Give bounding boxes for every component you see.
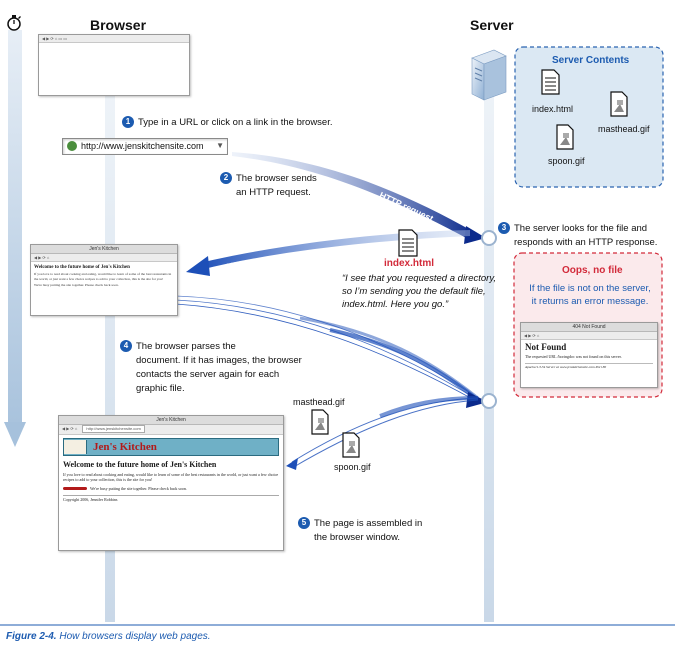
- assembled-page-heading: Welcome to the future home of Jen's Kitc…: [63, 460, 217, 469]
- assembled-note-row: We're busy putting the site together. Pl…: [63, 486, 279, 491]
- step-2: 2 The browser sends an HTTP request.: [220, 172, 317, 200]
- error-page-body: The requested URL /boringdoc was not fou…: [525, 354, 622, 359]
- browser-header: Browser: [90, 17, 147, 33]
- step-3-line-2: responds with an HTTP response.: [514, 237, 658, 248]
- server-contents-title: Server Contents: [552, 55, 630, 66]
- assembled-browser-window: Jen's Kitchen ◀ ▶ ⟳ ⌂ http://www.jenskit…: [58, 415, 284, 551]
- error-window-toolbar: ◀ ▶ ⟳ ⌂: [521, 332, 657, 340]
- server-lifeline: [484, 82, 494, 622]
- step-2-number: 2: [220, 172, 232, 184]
- assembled-window-toolbar: ◀ ▶ ⟳ ⌂ http://www.jenskitchensite.com: [59, 425, 283, 435]
- error-title: Oops, no file: [562, 265, 623, 276]
- server-icon: [471, 49, 507, 101]
- step-2-line-1: The browser sends: [236, 173, 317, 184]
- masthead-banner: Jen's Kitchen: [63, 438, 279, 456]
- step-5-line-1: The page is assembled in: [314, 518, 423, 529]
- globe-icon: [67, 141, 77, 151]
- error-browser-window: 404 Not Found ◀ ▶ ⟳ ⌂ Not Found The requ…: [520, 322, 658, 388]
- response-browser-window: Jen's Kitchen ◀ ▶ ⟳ ⌂ Welcome to the fut…: [30, 244, 178, 316]
- response-page-note: We're busy putting the site together. Pl…: [34, 283, 119, 287]
- quote-line-1: “I see that you requested a directory,: [342, 273, 497, 284]
- browser-lifeline: [105, 92, 115, 622]
- assembled-url[interactable]: http://www.jenskitchensite.com: [82, 425, 145, 433]
- image-file-icon-masthead: [610, 91, 628, 117]
- step-4-line-1: The browser parses the: [136, 341, 236, 352]
- step-4-line-3: contacts the server again for each: [136, 369, 280, 380]
- image-file-icon-spoon: [556, 124, 574, 150]
- step-3: 3 The server looks for the file and respo…: [498, 222, 657, 250]
- assembled-window-titlebar: Jen's Kitchen: [59, 416, 283, 425]
- response-page-heading: Welcome to the future home of Jen's Kitc…: [34, 265, 130, 270]
- document-icon-response: [398, 229, 418, 257]
- error-line-2: it returns an error message.: [531, 296, 649, 307]
- http-response-arrowhead: [186, 256, 210, 276]
- step-1-text: Type in a URL or click on a link in the …: [138, 117, 333, 128]
- image-file-icon-masthead-sent: [311, 409, 329, 435]
- figure-caption: Figure 2-4. How browsers display web pag…: [6, 631, 211, 642]
- step-3-number: 3: [498, 222, 510, 234]
- step-4: 4 The browser parses the document. If it …: [120, 340, 302, 396]
- stopwatch-icon: [7, 15, 21, 31]
- sent-label-spoon: spoon.gif: [334, 462, 371, 472]
- server-contents-box: [514, 46, 664, 188]
- step-5-number: 5: [298, 517, 310, 529]
- file-label-masthead: masthead.gif: [598, 124, 650, 134]
- server-quote: “I see that you requested a directory, s…: [342, 272, 496, 311]
- masthead-text: Jen's Kitchen: [93, 441, 157, 453]
- step-4-line-2: document. If it has images, the browser: [136, 355, 302, 366]
- url-bar[interactable]: http://www.jenskitchensite.com ▼: [62, 138, 228, 155]
- error-window-titlebar: 404 Not Found: [521, 323, 657, 332]
- error-page-footer: Apache/1.3.34 Server at www.jenskitchens…: [525, 363, 653, 369]
- error-description: If the file is not on the server, it ret…: [520, 282, 660, 308]
- empty-browser-window: ◀ ▶ ⟳ ⌂ ▭ ▭: [38, 34, 190, 96]
- dropdown-icon[interactable]: ▼: [216, 141, 224, 150]
- image-request-lines: [175, 295, 480, 403]
- file-label-index: index.html: [532, 104, 574, 114]
- image-response-lines: [291, 396, 479, 469]
- step-5: 5 The page is assembled in the browser wi…: [298, 517, 422, 545]
- caption-label: Figure 2-4.: [6, 631, 57, 642]
- masthead-image: [64, 440, 87, 454]
- document-icon-index: [541, 69, 560, 95]
- assembled-page-note: We're busy putting the site together. Pl…: [90, 486, 187, 491]
- sent-label-masthead: masthead.gif: [293, 397, 345, 407]
- step-3-line-1: The server looks for the file and: [514, 223, 648, 234]
- quote-line-3: index.html. Here you go.”: [342, 299, 449, 310]
- assembled-page-body: If you love to read about cooking and ea…: [63, 472, 279, 482]
- step-2-line-2: an HTTP request.: [236, 187, 311, 198]
- server-event-circle-2: [481, 393, 497, 409]
- timeline-column: [8, 30, 22, 422]
- step-1: 1 Type in a URL or click on a link in the…: [122, 116, 333, 130]
- file-label-spoon: spoon.gif: [548, 156, 585, 166]
- quote-line-2: so I’m sending you the default file,: [342, 286, 486, 297]
- server-event-circle-1: [481, 230, 497, 246]
- image-response-arrowhead: [286, 458, 298, 470]
- step-1-number: 1: [122, 116, 134, 128]
- response-file-label: index.html: [384, 258, 435, 269]
- step-5-line-2: the browser window.: [314, 532, 401, 543]
- step-4-line-4: graphic file.: [136, 383, 185, 394]
- assembled-page-copyright: Copyright 2006, Jennifer Robbins: [63, 495, 279, 502]
- error-page-heading: Not Found: [525, 342, 567, 352]
- response-page-body: If you love to read about cooking and ea…: [34, 272, 172, 281]
- caption-text: How browsers display web pages.: [59, 631, 211, 642]
- spoon-image: [63, 487, 87, 490]
- browser-toolbar: ◀ ▶ ⟳ ⌂ ▭ ▭: [39, 35, 189, 43]
- response-window-titlebar: Jen's Kitchen: [31, 245, 177, 254]
- error-line-1: If the file is not on the server,: [529, 283, 651, 294]
- response-window-toolbar: ◀ ▶ ⟳ ⌂: [31, 254, 177, 262]
- server-header: Server: [470, 17, 514, 33]
- image-file-icon-spoon-sent: [342, 432, 360, 458]
- url-text: http://www.jenskitchensite.com: [81, 141, 204, 151]
- step-4-number: 4: [120, 340, 132, 352]
- timeline-arrowhead: [4, 422, 26, 447]
